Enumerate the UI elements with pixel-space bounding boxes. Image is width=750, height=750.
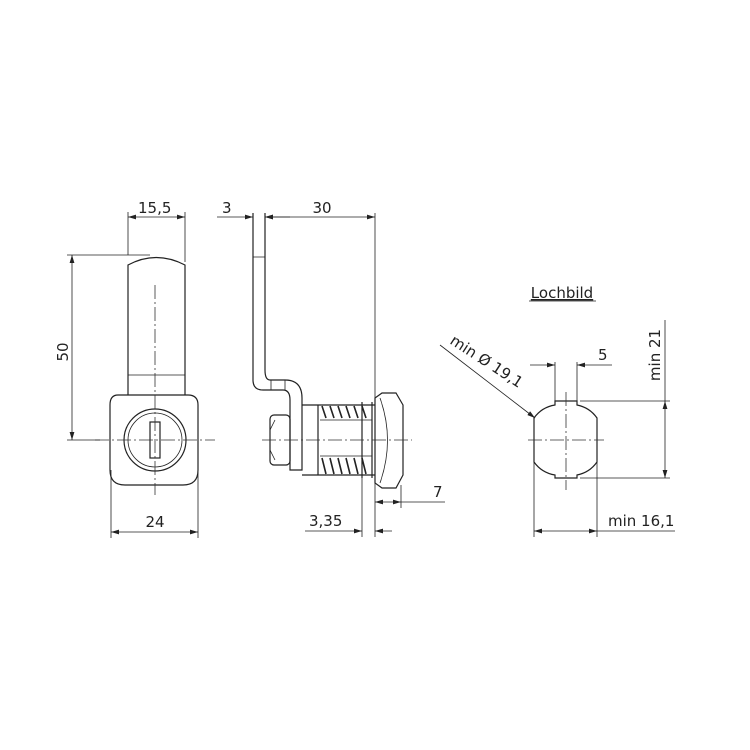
dim-7: 7	[433, 483, 443, 501]
dim-min-diameter: min Ø 19,1	[447, 331, 526, 391]
head	[374, 392, 404, 489]
dim-50: 50	[54, 342, 72, 361]
lock-body	[109, 394, 199, 486]
thread-hatch	[320, 405, 372, 475]
dim-24: 24	[145, 513, 164, 531]
hole-pattern-title: Lochbild	[531, 284, 593, 302]
hole-pattern: Lochbild min Ø 19,1 5 min 21 min 16,1	[439, 284, 675, 537]
dim-3: 3	[222, 199, 232, 217]
dim-5: 5	[598, 346, 608, 364]
dim-15-5: 15,5	[138, 199, 171, 217]
dim-30: 30	[312, 199, 331, 217]
cam	[252, 213, 303, 471]
front-view: 15,5 50 24	[54, 199, 215, 538]
dim-min-21: min 21	[646, 329, 664, 381]
dim-min-16-1: min 16,1	[608, 512, 674, 530]
cam-bar	[127, 256, 186, 395]
hole-outline	[533, 400, 598, 479]
dim-3-35: 3,35	[309, 512, 342, 530]
side-view: 3 30 7 3,35	[217, 199, 445, 537]
